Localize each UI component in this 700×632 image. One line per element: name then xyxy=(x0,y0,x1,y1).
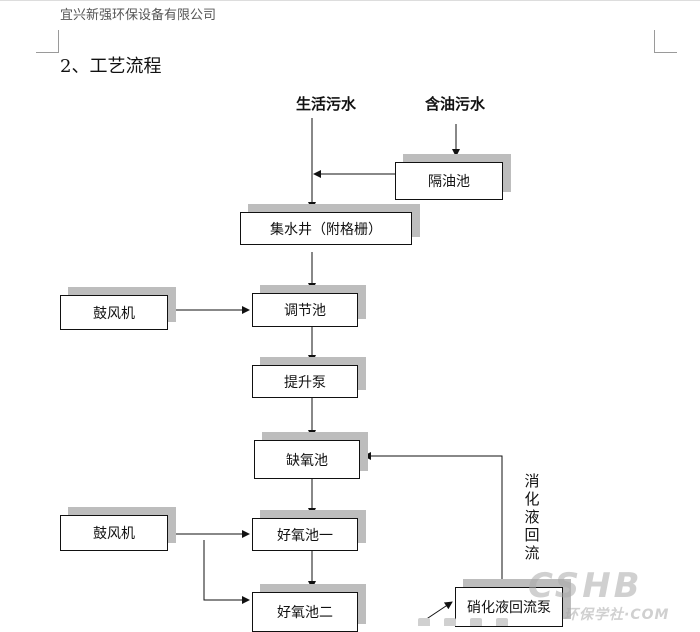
node-regulating-tank: 调节池 xyxy=(252,293,358,327)
margin-corner-left xyxy=(36,30,59,53)
margin-corner-right xyxy=(654,30,677,53)
watermark-logo: CSHB 环保学社·COM xyxy=(528,566,698,624)
node-blower-2: 鼓风机 xyxy=(60,515,168,551)
document-toolbar xyxy=(418,618,528,626)
node-aerobic-tank-2: 好氧池二 xyxy=(252,592,358,632)
arrow-nitrate-return xyxy=(363,452,503,586)
node-aerobic-tank-1: 好氧池一 xyxy=(252,518,358,551)
arrow-bypass-to-aerobic2 xyxy=(203,540,250,604)
toolbar-icon[interactable] xyxy=(418,618,430,626)
watermark-big: CSHB xyxy=(528,566,643,606)
node-blower-1: 鼓风机 xyxy=(60,295,168,330)
section-title: 2、工艺流程 xyxy=(60,56,162,77)
arrow-to-nitrate-pump xyxy=(424,601,453,621)
toolbar-icon[interactable] xyxy=(496,618,508,626)
toolbar-icon[interactable] xyxy=(470,618,482,626)
node-anoxic-tank: 缺氧池 xyxy=(254,440,360,479)
node-oil-separator: 隔油池 xyxy=(395,162,503,200)
node-lift-pump: 提升泵 xyxy=(252,365,358,398)
company-header: 宜兴新强环保设备有限公司 xyxy=(60,8,217,23)
watermark-small: 环保学社·COM xyxy=(564,607,670,623)
node-collection-well: 集水井（附格栅） xyxy=(240,212,412,245)
label-nitrate-return: 消化液回流 xyxy=(524,472,540,562)
header-rule xyxy=(0,0,700,1)
toolbar-icon[interactable] xyxy=(444,618,456,626)
source-domestic-sewage: 生活污水 xyxy=(296,95,357,113)
source-oily-sewage: 含油污水 xyxy=(425,95,486,113)
